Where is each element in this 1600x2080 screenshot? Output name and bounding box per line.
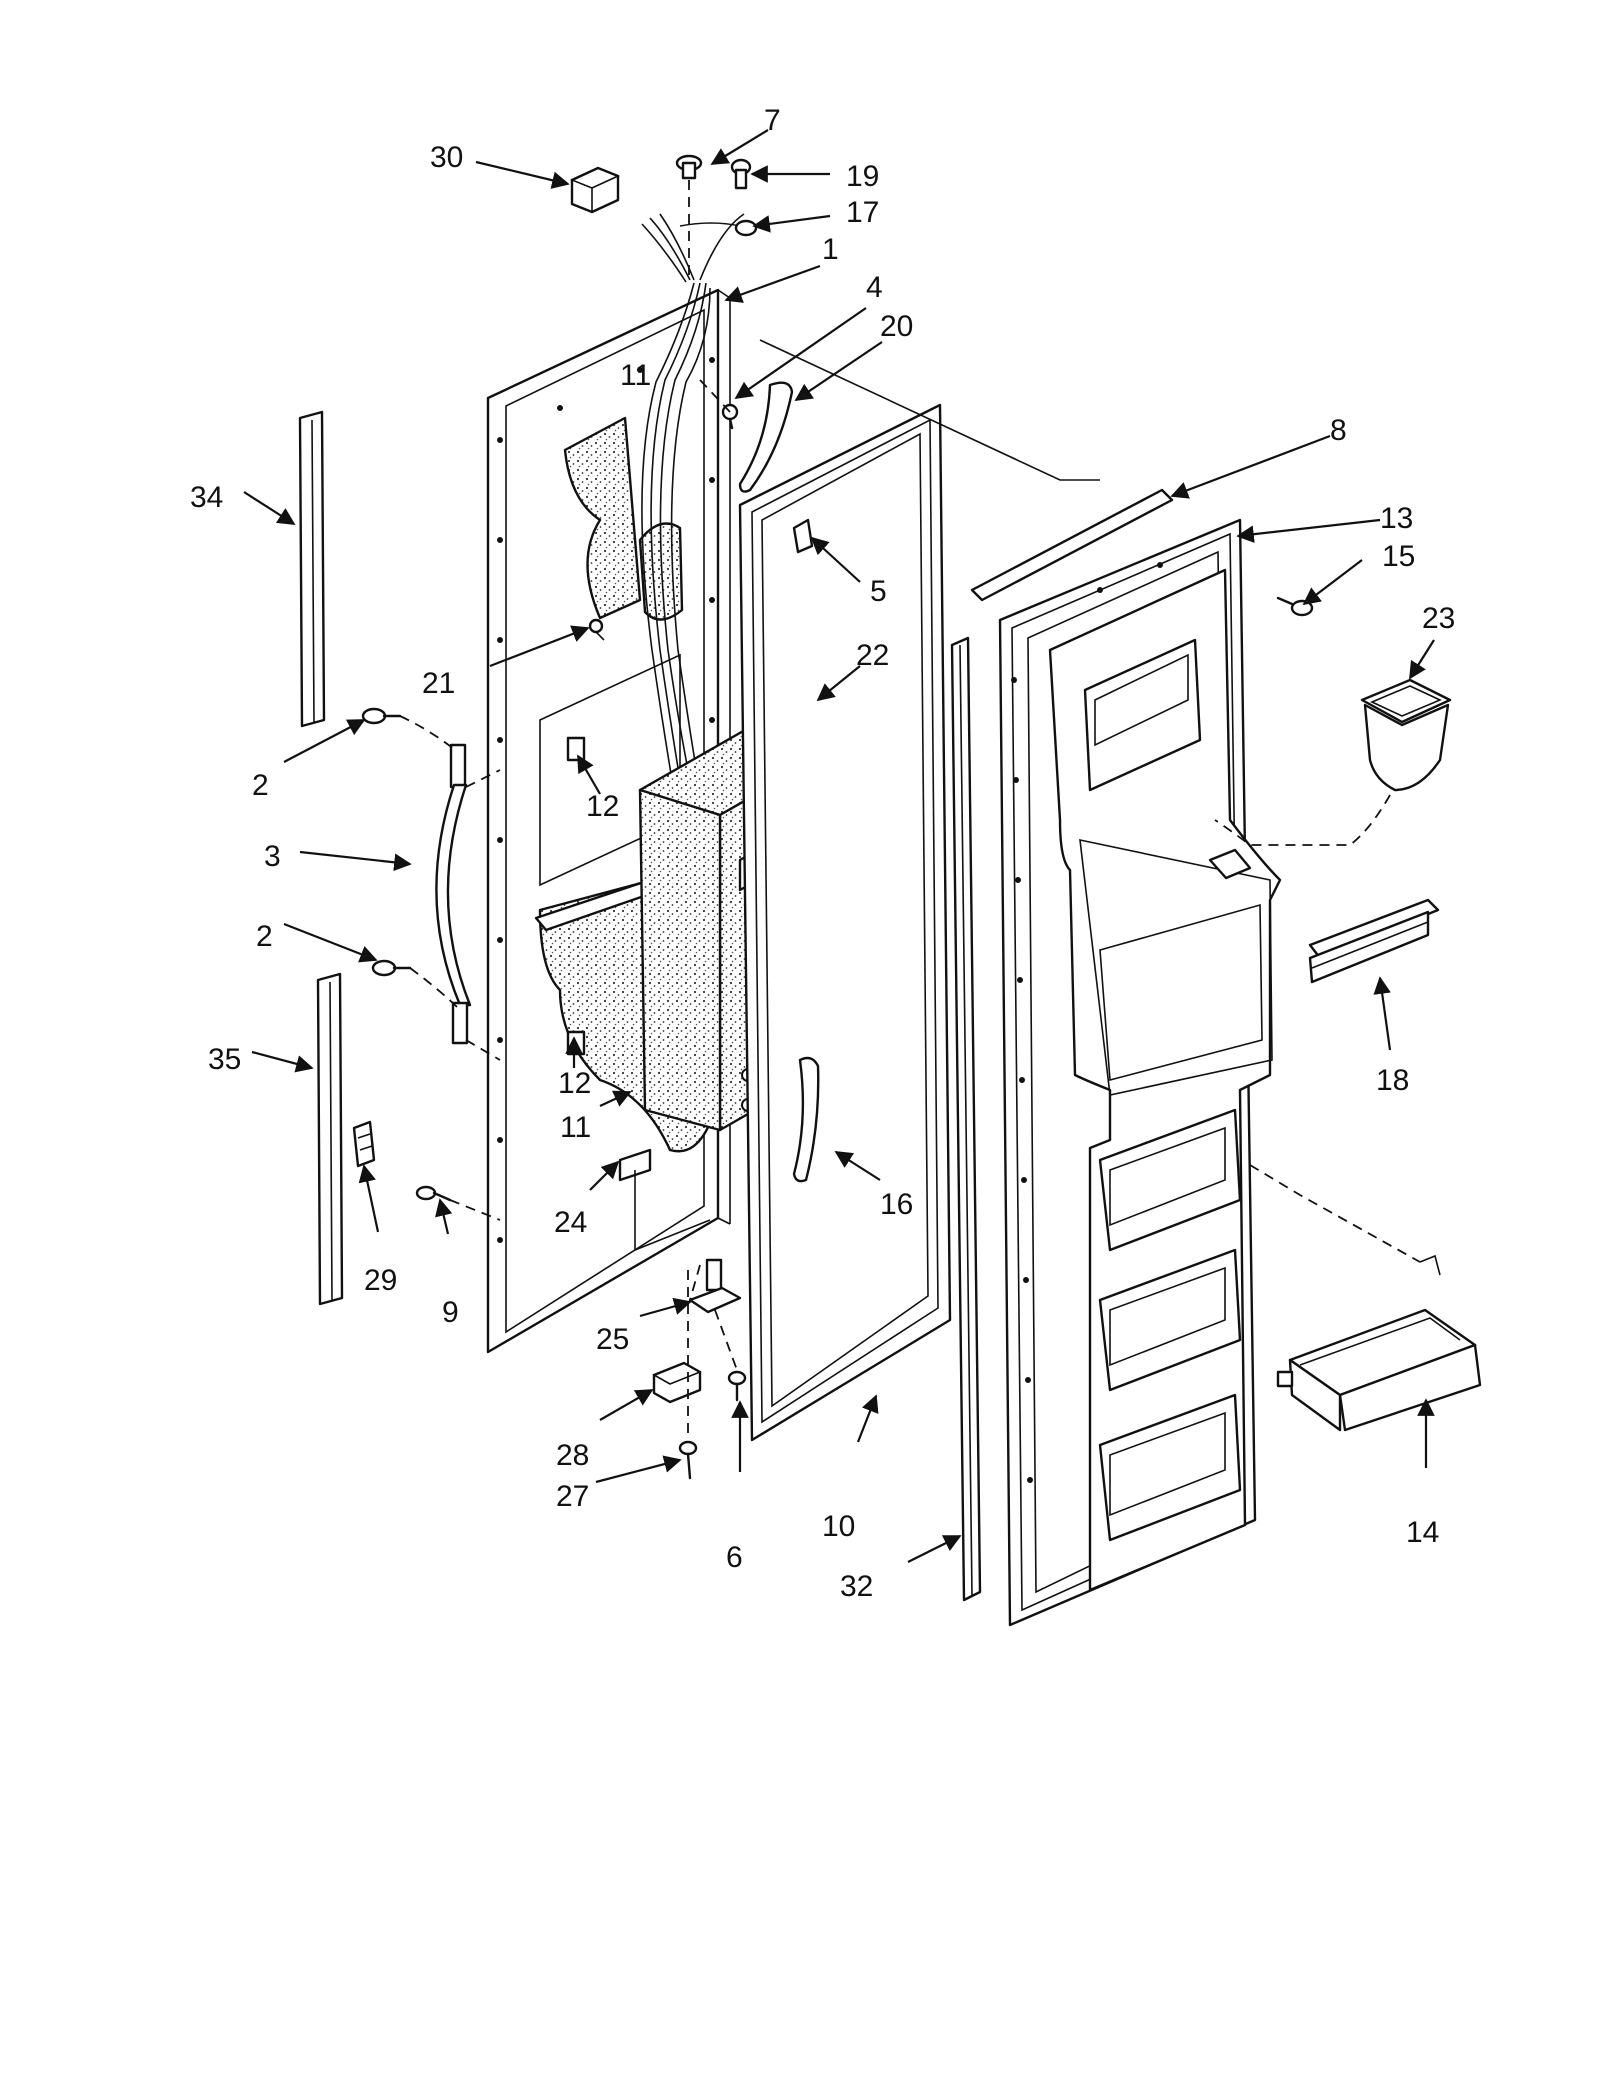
callout-14: 14 [1406, 1516, 1439, 1549]
washer-17 [734, 219, 758, 237]
bracket-28 [652, 1361, 702, 1404]
callout-15: 15 [1382, 540, 1415, 573]
callout-1: 1 [822, 233, 839, 266]
callout-34: 34 [190, 481, 223, 514]
callout-4: 4 [866, 271, 883, 304]
callout-30: 30 [430, 141, 463, 174]
callout-35: 35 [208, 1043, 241, 1076]
callout-7: 7 [764, 104, 781, 137]
callout-3: 3 [264, 840, 281, 873]
screw-27 [678, 1270, 698, 1480]
callout-5: 5 [870, 575, 887, 608]
callout-6: 6 [726, 1541, 743, 1574]
callout-24: 24 [554, 1206, 587, 1239]
callout-25: 25 [596, 1323, 629, 1356]
callout-18: 18 [1376, 1064, 1409, 1097]
callout-arrows [243, 129, 1435, 1563]
callout-28: 28 [556, 1439, 589, 1472]
callout-17: 17 [846, 196, 879, 229]
door-bin-14 [1249, 1164, 1482, 1432]
callout-11-upper: 11 [620, 359, 651, 392]
screw-9 [415, 1185, 501, 1221]
callout-23: 23 [1422, 602, 1455, 635]
screw-19 [730, 158, 752, 190]
callout-2-upper: 2 [252, 769, 269, 802]
callout-22: 22 [856, 639, 889, 672]
callout-12-upper: 12 [586, 790, 619, 823]
callout-16: 16 [880, 1188, 913, 1221]
trim-strip-lower [316, 972, 344, 1306]
screw-6 [714, 1309, 747, 1402]
callout-32: 32 [840, 1570, 873, 1603]
callout-20: 20 [880, 310, 913, 343]
callout-21: 21 [422, 667, 455, 700]
callout-29: 29 [364, 1264, 397, 1297]
callout-19: 19 [846, 160, 879, 193]
door-gasket [738, 403, 952, 1442]
hinge-25 [688, 1258, 742, 1314]
rail-18 [1308, 898, 1440, 984]
tube-20 [738, 381, 794, 493]
callout-8: 8 [1330, 414, 1347, 447]
screw-upper [361, 707, 402, 725]
callout-11-lower: 11 [560, 1111, 591, 1144]
trim-strip-upper [298, 410, 326, 728]
screw-4 [699, 379, 739, 430]
callout-10: 10 [822, 1510, 855, 1543]
clip-29 [352, 1120, 376, 1168]
callout-13: 13 [1380, 502, 1413, 535]
ice-chute [1214, 678, 1452, 846]
wire-leads [641, 213, 745, 283]
connector-30 [569, 166, 621, 214]
callout-2-lower: 2 [256, 920, 273, 953]
callout-27: 27 [556, 1480, 589, 1513]
door-handle [361, 707, 501, 1061]
callout-12-lower: 12 [558, 1067, 591, 1100]
door-liner [950, 488, 1314, 1627]
plug-7 [675, 154, 703, 280]
callout-9: 9 [442, 1296, 459, 1329]
callout-labels: 7 30 19 17 1 4 20 11 8 34 13 15 5 23 21 … [190, 104, 1455, 1603]
screw-lower [371, 959, 412, 977]
